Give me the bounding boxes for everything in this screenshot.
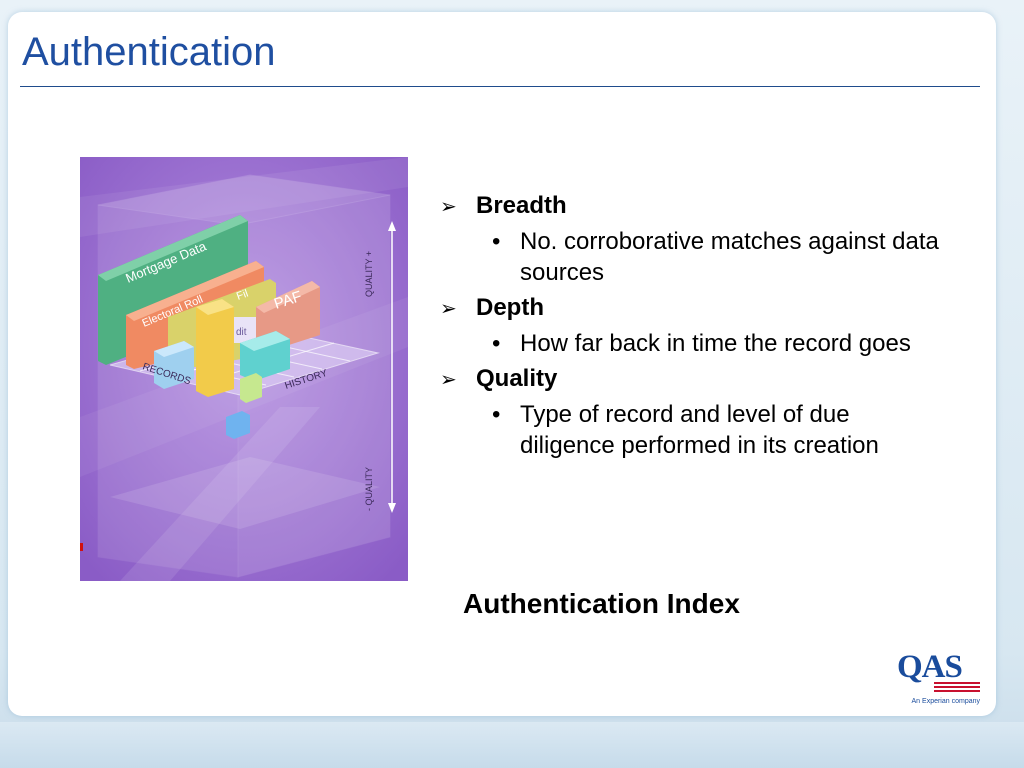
bullet-quality: ➢ Quality xyxy=(440,365,940,393)
bullet-breadth: ➢ Breadth xyxy=(440,192,940,220)
sub-bullet-text: Type of record and level of due diligenc… xyxy=(520,401,879,459)
arrow-bullet-icon: ➢ xyxy=(440,369,457,391)
sub-bullet-quality: • Type of record and level of due dilige… xyxy=(440,399,940,461)
sub-bullet-breadth: • No. corroborative matches against data… xyxy=(440,226,940,288)
bullet-label: Breadth xyxy=(476,192,567,219)
small-blue-cube xyxy=(226,411,250,439)
arrow-bullet-icon: ➢ xyxy=(440,298,457,320)
small-green-cube xyxy=(240,373,262,403)
sub-bullet-text: No. corroborative matches against data s… xyxy=(520,228,939,286)
fil-label: Fil xyxy=(235,288,250,303)
bullet-depth: ➢ Depth xyxy=(440,294,940,322)
logo-tagline-text: An Experian company xyxy=(912,698,981,705)
bullet-label: Depth xyxy=(476,294,544,321)
bottom-band xyxy=(0,722,1024,768)
authentication-index-caption: Authentication Index xyxy=(463,588,740,619)
bullet-list: ➢ Breadth • No. corroborative matches ag… xyxy=(440,192,940,467)
cube-bottom-plane xyxy=(110,457,380,529)
qas-logo: QAS An Experian company xyxy=(896,648,982,706)
quality-plus-label: QUALITY + xyxy=(364,251,374,297)
arrow-bullet-icon: ➢ xyxy=(440,196,457,218)
logo-brand-text: QAS xyxy=(897,649,962,685)
authentication-index-illustration: Mortgage Data Electoral Roll Fil PAF dit… xyxy=(80,157,408,581)
quality-minus-label: - QUALITY xyxy=(364,467,374,511)
dit-label: dit xyxy=(236,327,247,338)
dot-bullet-icon: • xyxy=(492,228,501,255)
dot-bullet-icon: • xyxy=(492,330,501,357)
tall-yellow-bar xyxy=(196,299,234,397)
bullet-label: Quality xyxy=(476,365,558,392)
cube-top-face xyxy=(97,174,391,226)
sub-bullet-text: How far back in time the record goes xyxy=(520,330,911,357)
slide-title: Authentication xyxy=(22,30,276,74)
sub-bullet-depth: • How far back in time the record goes xyxy=(440,328,940,359)
dot-bullet-icon: • xyxy=(492,401,501,428)
title-divider xyxy=(20,86,980,87)
dit-panel xyxy=(234,317,256,343)
red-mark xyxy=(80,543,83,551)
